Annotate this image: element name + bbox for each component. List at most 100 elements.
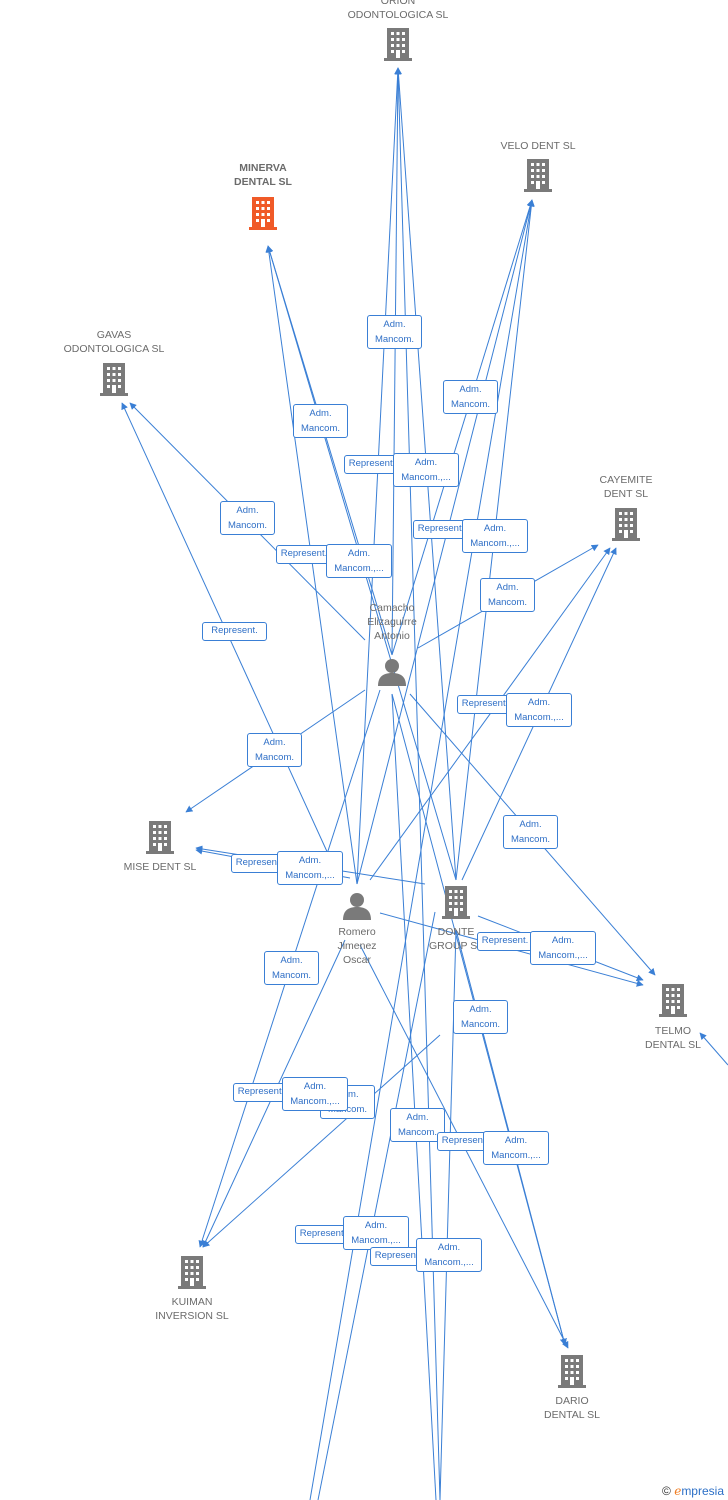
building-icon[interactable]	[558, 1355, 586, 1388]
edge-role-tag[interactable]: Represent.	[370, 1247, 426, 1266]
edge-role-text: Represent.	[211, 625, 258, 636]
node-label-line: ORION	[380, 0, 416, 7]
node-label-velo[interactable]: VELO DENT SL	[500, 139, 575, 153]
edge-role-tag[interactable]: Adm. Mancom.	[264, 951, 319, 985]
copyright-footer[interactable]: © empresia	[662, 1484, 724, 1498]
edge-role-tag[interactable]: Represent.	[295, 1225, 351, 1244]
edge-role-tag[interactable]: Adm.Mancom.,...	[416, 1238, 482, 1272]
edge-role-tag[interactable]: Represent.	[477, 932, 533, 951]
edge-line	[121, 402, 341, 881]
building-icon[interactable]	[612, 508, 640, 541]
edge-role-text: Mancom.	[510, 834, 551, 845]
node-label-line: Oscar	[342, 954, 372, 966]
edge-role-tag[interactable]: Adm.Mancom.,...	[462, 519, 528, 553]
edge-role-tag[interactable]: Adm. Mancom.	[293, 404, 348, 438]
edge-line	[265, 245, 358, 885]
edge-role-tag[interactable]: Adm. Mancom.,...	[277, 851, 343, 885]
edge-role-tag[interactable]: Adm.Mancom.	[443, 380, 498, 414]
edge-role-text: Represent.	[481, 935, 529, 946]
edge-role-tag[interactable]: Represent.	[233, 1083, 289, 1102]
edge-role-tag[interactable]: Adm.Mancom.,...	[530, 931, 596, 965]
person-icon[interactable]	[378, 659, 406, 686]
edge-line	[202, 1034, 441, 1248]
edge-role-tag[interactable]: Adm.Mancom.	[390, 1108, 445, 1142]
edge-role-tag[interactable]: Represent.	[413, 520, 469, 539]
person-icon[interactable]	[343, 893, 371, 920]
edge-role-tag[interactable]: Adm.Mancom.,...	[326, 544, 392, 578]
building-icon[interactable]	[384, 28, 412, 61]
edge-role-tag[interactable]: Represent.	[202, 622, 267, 641]
edge-role-tag[interactable]: Adm.Mancom.,...	[483, 1131, 549, 1165]
edge-role-tag[interactable]: Adm.Mancom.,...	[282, 1077, 348, 1111]
edge-role-text: Adm.	[496, 582, 519, 593]
edge-role-text: Adm.	[280, 955, 303, 966]
edge-role-text: Represent.	[461, 698, 509, 709]
building-icon[interactable]	[100, 363, 128, 396]
copyright-symbol: ©	[662, 1484, 671, 1498]
edge-role-text: Mancom.,...	[285, 870, 335, 881]
node-label-line: GAVAS	[96, 329, 132, 341]
edge-line	[394, 67, 441, 1500]
edge-role-tag[interactable]: Adm. Mancom.,...	[393, 453, 459, 487]
edge-role-text: Mancom.	[300, 423, 341, 434]
edge-role-text: Represent.	[374, 1250, 422, 1261]
node-label-line: GROUP SL	[428, 940, 484, 952]
edge-role-tag[interactable]: Adm.Mancom.,...	[343, 1216, 409, 1250]
edge-role-text: Adm.	[298, 855, 322, 866]
edge-role-tag[interactable]: Adm.Mancom.	[503, 815, 558, 849]
edge-role-text: Adm.	[459, 384, 482, 395]
edge-role-text: Mancom.,...	[334, 563, 384, 574]
edge-role-tag[interactable]: Adm.Mancom.	[367, 315, 422, 349]
building-icon[interactable]	[146, 821, 174, 854]
edge-role-text: Represent.	[235, 857, 283, 868]
edge-role-text: Adm.	[469, 1004, 492, 1015]
edge-role-text: Mancom.,...	[401, 472, 451, 483]
building-icon[interactable]	[524, 159, 552, 192]
edge-line	[309, 199, 535, 1500]
building-icon[interactable]	[442, 886, 470, 919]
building-icon[interactable]	[659, 984, 687, 1017]
edge-role-text: Adm.	[414, 457, 438, 468]
edge-role-tag[interactable]: Adm. Mancom.	[480, 578, 535, 612]
edge-role-text: Adm.	[309, 408, 332, 419]
node-label-mise[interactable]: MISE DENT SL	[124, 860, 197, 874]
node-label-line: Antonio	[374, 630, 410, 642]
edge-line	[391, 693, 437, 1500]
node-label-line: DENT SL	[603, 488, 649, 500]
node-label-line: Jimenez	[337, 940, 377, 952]
edge-role-text: Adm.	[263, 737, 286, 748]
edge-role-text: Mancom.,...	[290, 1096, 340, 1107]
edge-role-text: Represent.	[237, 1086, 285, 1097]
node-label-line: DARIO	[555, 1395, 589, 1407]
edge-role-tag[interactable]: Adm.Mancom.,...	[506, 693, 572, 727]
edge-role-tag[interactable]: Adm.Mancom.	[453, 1000, 508, 1034]
edge-role-text: Mancom.	[271, 970, 312, 981]
edge-role-tag[interactable]: Represent.	[457, 695, 513, 714]
edge-role-text: Mancom.	[254, 752, 295, 763]
edge-role-tag[interactable]: Represent.	[437, 1132, 493, 1151]
edge-role-tag[interactable]: Adm.Mancom.	[220, 501, 275, 535]
edge-line	[391, 199, 534, 656]
edge-role-tag[interactable]: Represent.	[344, 455, 400, 474]
building-icon[interactable]	[178, 1256, 206, 1289]
edge-role-text: Represent.	[417, 523, 465, 534]
node-label-line: VELO DENT SL	[500, 140, 576, 152]
edge-role-tag[interactable]: Adm. Mancom.	[247, 733, 302, 767]
edge-role-tag[interactable]: Represent.	[276, 545, 332, 564]
edge-role-text: Adm.	[364, 1220, 388, 1231]
building-icon[interactable]	[249, 197, 277, 230]
node-label-line: MINERVA	[239, 162, 287, 174]
edge-role-text: Represent.	[348, 458, 396, 469]
edge-role-text: Mancom.,...	[514, 712, 564, 723]
edge-role-text: Mancom.	[487, 597, 528, 608]
